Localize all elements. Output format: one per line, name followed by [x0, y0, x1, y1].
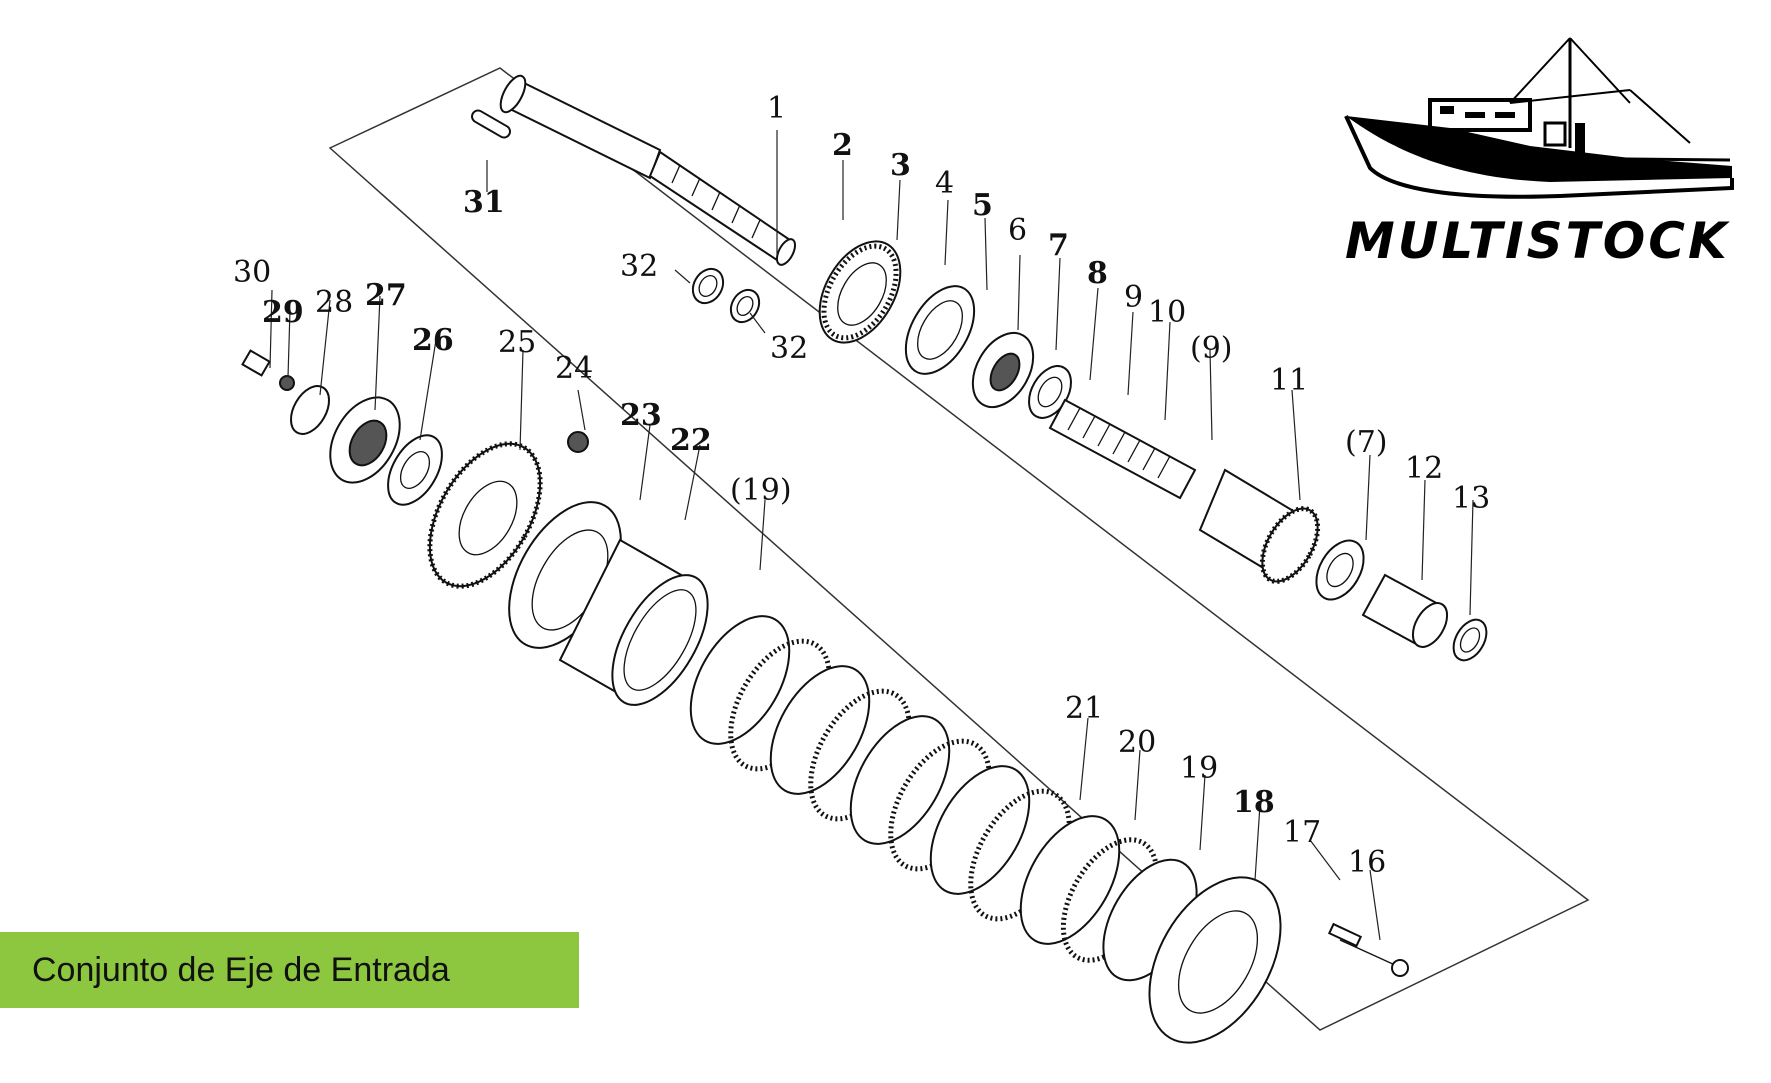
part-label: 2	[832, 128, 853, 163]
part-label: 10	[1148, 295, 1186, 330]
retainer-28	[290, 385, 330, 435]
bearing-6	[971, 332, 1035, 408]
part-label: 6	[1008, 213, 1027, 248]
shaft-key	[471, 109, 511, 139]
bolt-30-nut-29	[241, 349, 295, 391]
sleeve-12	[1361, 573, 1449, 648]
washer-7b	[1315, 539, 1365, 601]
washer-7	[1028, 365, 1072, 419]
part-label: 31	[463, 185, 505, 220]
clutch-drum-22	[558, 538, 709, 706]
end-plate-18	[1148, 876, 1282, 1044]
part-label: 32	[620, 249, 658, 284]
bearing-27	[329, 396, 401, 484]
part-label: 11	[1270, 363, 1308, 398]
gear-11	[1198, 468, 1321, 584]
washer-4-5	[904, 285, 976, 375]
part-label: 9	[1124, 280, 1143, 315]
snap-ring-13	[1452, 618, 1488, 662]
part-label: 25	[498, 325, 536, 360]
part-label: 7	[1048, 228, 1069, 263]
part-label: 13	[1452, 481, 1490, 516]
gear-25	[427, 441, 543, 589]
leader-lines	[269, 130, 1474, 941]
part-label: 3	[890, 148, 911, 183]
input-shaft	[499, 74, 797, 266]
part-label: 24	[555, 351, 593, 386]
part-label: 28	[315, 285, 353, 320]
part-label: 20	[1118, 725, 1156, 760]
fishing-boat-icon	[1344, 37, 1734, 199]
part-label: (9)	[1190, 331, 1233, 366]
part-label: 26	[412, 323, 454, 358]
part-label: 23	[620, 398, 662, 433]
assembly-frame	[328, 67, 1590, 1031]
part-label: 27	[365, 278, 407, 313]
part-label: 18	[1233, 785, 1275, 820]
part-label: 12	[1405, 451, 1443, 486]
part-label: 32	[770, 331, 808, 366]
plug-24	[567, 431, 589, 453]
caption-banner: Conjunto de Eje de Entrada	[0, 932, 579, 1008]
part-label: 19	[1180, 751, 1218, 786]
part-label: 16	[1348, 845, 1386, 880]
part-number-labels: 1 2 3 4 5 6 7 8 9 10 (9) 11 (7) 12 13 31…	[233, 91, 1490, 880]
part-label: 22	[670, 423, 712, 458]
part-label: 30	[233, 255, 271, 290]
part-label: 4	[935, 166, 954, 201]
part-label: (19)	[730, 473, 792, 508]
snap-rings-32	[691, 267, 761, 324]
part-label: (7)	[1345, 425, 1388, 460]
part-label: 5	[972, 188, 993, 223]
part-label: 8	[1087, 256, 1108, 291]
clutch-disc-stack	[689, 615, 1072, 922]
bearing-3	[818, 240, 902, 344]
part-label: 1	[767, 91, 786, 126]
bolt-16-pin-17	[1327, 922, 1409, 977]
discs-21-20-19	[1019, 815, 1198, 982]
part-label: 21	[1065, 691, 1103, 726]
part-label: 17	[1283, 815, 1321, 850]
needle-bearings-8-9-10	[1048, 398, 1197, 500]
washer-26	[387, 434, 443, 506]
brand-name: MULTISTOCK	[1345, 212, 1730, 270]
part-label: 29	[262, 295, 304, 330]
caption-text: Conjunto de Eje de Entrada	[32, 950, 450, 989]
